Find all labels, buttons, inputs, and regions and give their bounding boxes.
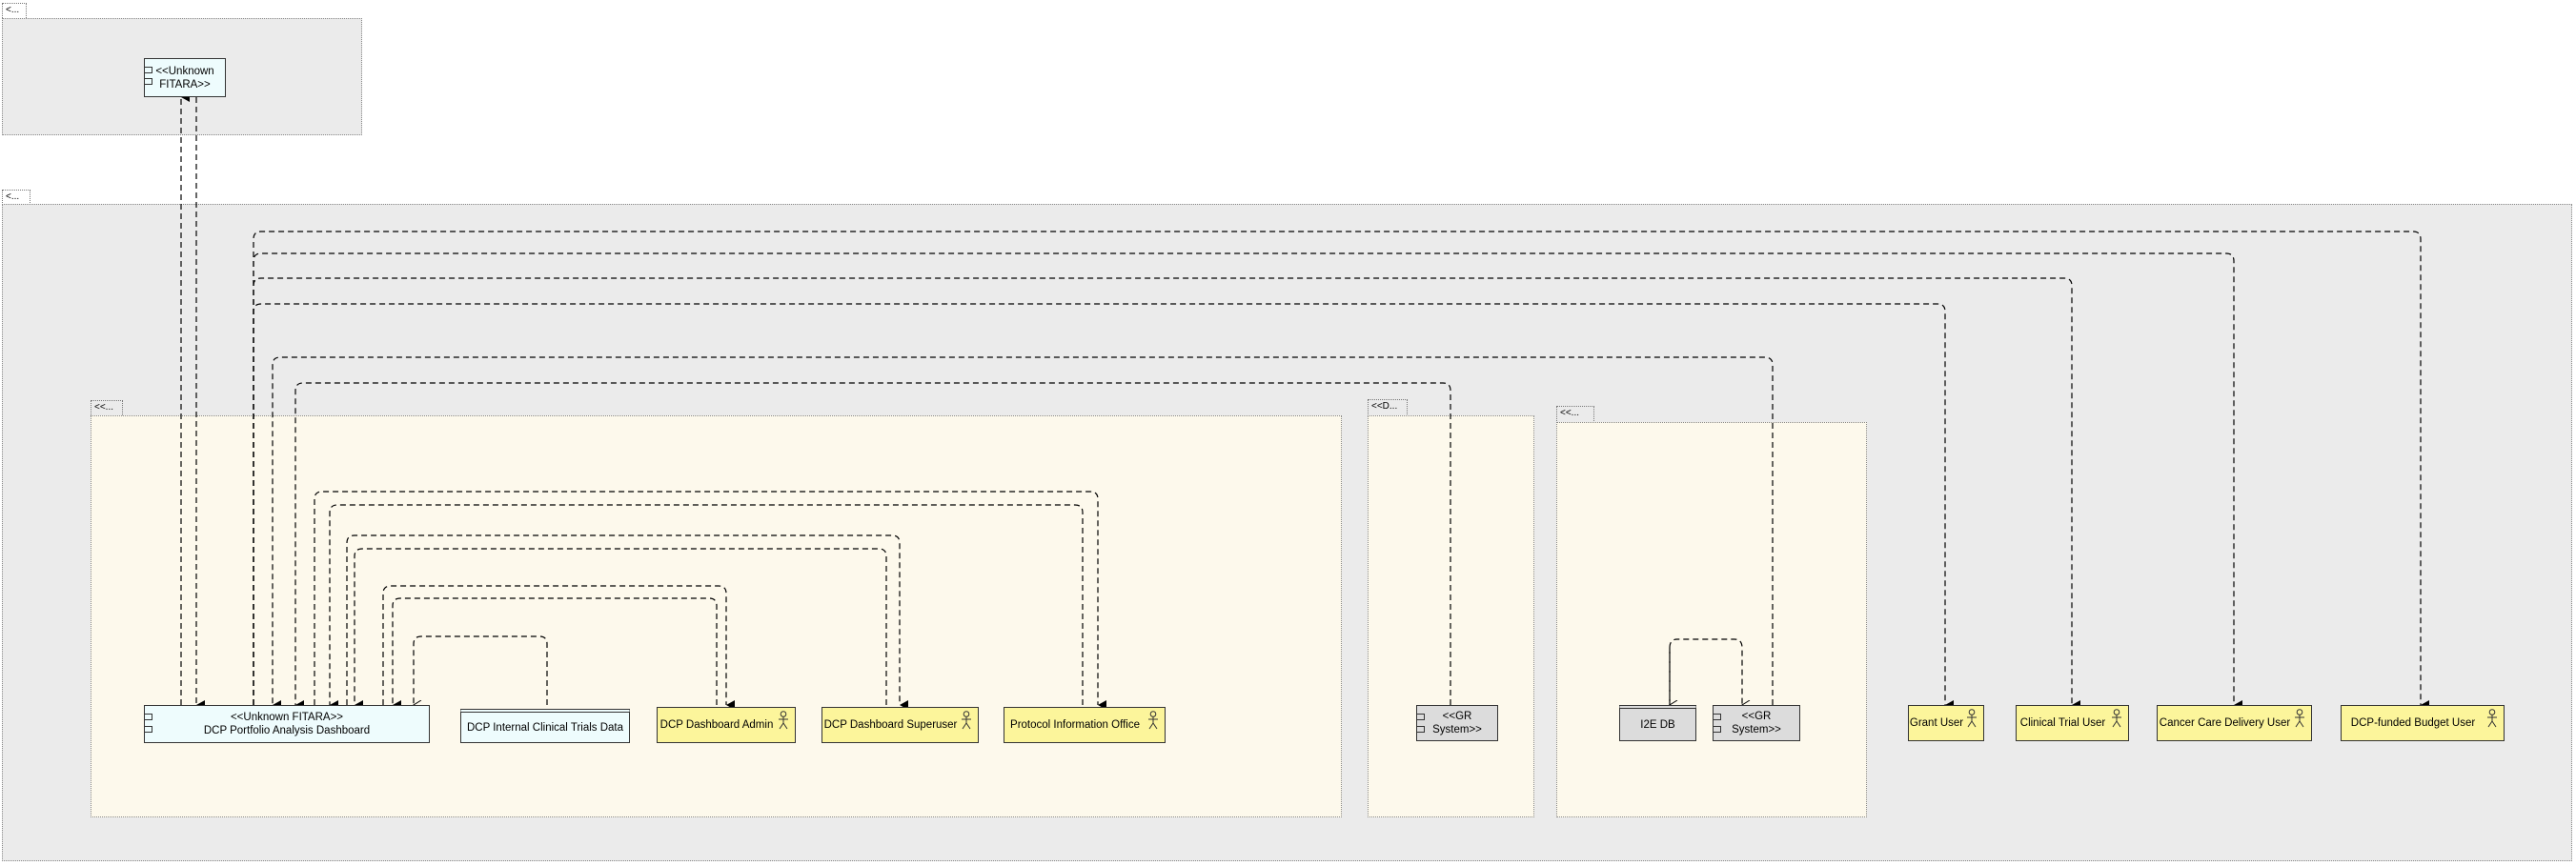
budget-user-actor[interactable]: DCP-funded Budget User	[2341, 705, 2505, 741]
component-icon	[145, 726, 152, 733]
right-subpackage	[1556, 422, 1867, 817]
portfolio-dashboard-component[interactable]: <<Unknown FITARA>> DCP Portfolio Analysi…	[144, 705, 430, 743]
i2e-db[interactable]: I2E DB	[1619, 705, 1696, 741]
dashboard-admin-actor[interactable]: DCP Dashboard Admin	[657, 707, 796, 743]
fitara-name: FITARA>>	[159, 78, 211, 91]
clinical-trial-user-label: Clinical Trial User	[2019, 717, 2106, 729]
dashboard-name: DCP Portfolio Analysis Dashboard	[203, 725, 371, 736]
fitara-stereotype: <<Unknown	[155, 65, 214, 77]
dashboard-superuser-actor[interactable]: DCP Dashboard Superuser	[821, 707, 979, 743]
component-icon	[1714, 726, 1721, 733]
actor-icon	[962, 711, 971, 730]
internal-trials-data-store[interactable]: DCP Internal Clinical Trials Data	[460, 709, 630, 743]
dashboard-stereotype: <<Unknown FITARA>>	[230, 712, 344, 723]
gr-system-middle-stereotype: <<GR	[1442, 711, 1472, 722]
actor-icon	[2112, 709, 2121, 728]
component-icon	[145, 78, 152, 85]
grant-user-label: Grant User	[1909, 717, 1964, 729]
i2e-db-label: I2E DB	[1640, 718, 1675, 731]
actor-icon	[779, 711, 788, 730]
internal-data-label: DCP Internal Clinical Trials Data	[466, 721, 624, 734]
dashboard-superuser-label: DCP Dashboard Superuser	[823, 719, 958, 731]
actor-icon	[2295, 709, 2304, 728]
protocol-office-label: Protocol Information Office	[1010, 719, 1140, 731]
actor-icon	[2487, 709, 2497, 728]
cancer-care-user-actor[interactable]: Cancer Care Delivery User	[2157, 705, 2312, 741]
left-subpackage-tab: <<...	[91, 400, 123, 415]
clinical-trial-user-actor[interactable]: Clinical Trial User	[2016, 705, 2129, 741]
gr-system-right-name: System>>	[1732, 724, 1781, 735]
fitara-component[interactable]: <<Unknown FITARA>>	[144, 58, 226, 97]
middle-subpackage-tab: <<D...	[1368, 399, 1408, 414]
component-icon	[145, 714, 152, 720]
middle-subpackage	[1368, 415, 1534, 817]
actor-icon	[1148, 711, 1158, 730]
left-subpackage	[91, 415, 1342, 817]
gr-system-right[interactable]: <<GR System>>	[1713, 705, 1800, 741]
cancer-care-user-label: Cancer Care Delivery User	[2159, 717, 2291, 729]
dashboard-admin-label: DCP Dashboard Admin	[659, 719, 774, 731]
budget-user-label: DCP-funded Budget User	[2350, 717, 2476, 729]
main-package-tab: <...	[2, 190, 30, 205]
actor-icon	[1967, 709, 1977, 728]
top-package-tab: <...	[2, 3, 27, 18]
component-icon	[145, 67, 152, 73]
component-icon	[1417, 726, 1425, 733]
grant-user-actor[interactable]: Grant User	[1908, 705, 1984, 741]
gr-system-right-stereotype: <<GR	[1741, 711, 1772, 722]
gr-system-middle[interactable]: <<GR System>>	[1416, 705, 1498, 741]
component-icon	[1714, 714, 1721, 720]
protocol-office-actor[interactable]: Protocol Information Office	[1004, 707, 1166, 743]
right-subpackage-tab: <<...	[1556, 406, 1594, 421]
gr-system-middle-name: System>>	[1432, 724, 1482, 735]
component-icon	[1417, 714, 1425, 720]
